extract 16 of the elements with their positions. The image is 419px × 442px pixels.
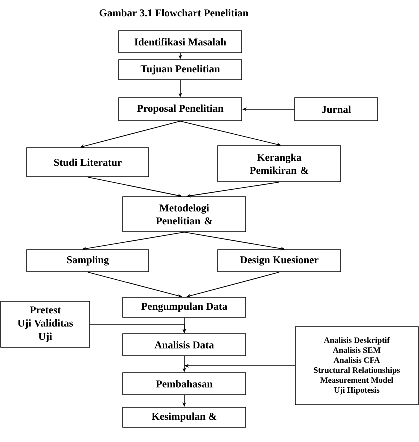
process-box: Metodelogi Penelitian & (122, 196, 246, 232)
process-box: Jurnal (294, 98, 378, 122)
process-box: Kesimpulan & (122, 407, 246, 428)
list-box: Pretest Uji Validitas Uji (0, 301, 90, 348)
process-box: Pembahasan (122, 372, 246, 396)
list-box: Analisis Deskriptif Analisis SEM Analisis CFA Structural Relationships Measurement Model Uji Hipotesis (295, 326, 419, 406)
process-box: Design Kuesioner (218, 250, 342, 272)
process-box: Pengumpulan Data (122, 297, 246, 318)
title: Gambar 3.1 Flowchart Penelitian (100, 9, 249, 17)
process-box: Proposal Penelitian (118, 98, 242, 122)
process-box: Identifikasi Masalah (118, 30, 242, 54)
process-box: Kerangka Pemikiran & (218, 146, 342, 182)
process-box: Sampling (26, 250, 150, 272)
process-box: Analisis Data (122, 334, 246, 356)
process-box: Tujuan Penelitian (118, 60, 242, 80)
process-box: Studi Literatur (26, 148, 150, 178)
